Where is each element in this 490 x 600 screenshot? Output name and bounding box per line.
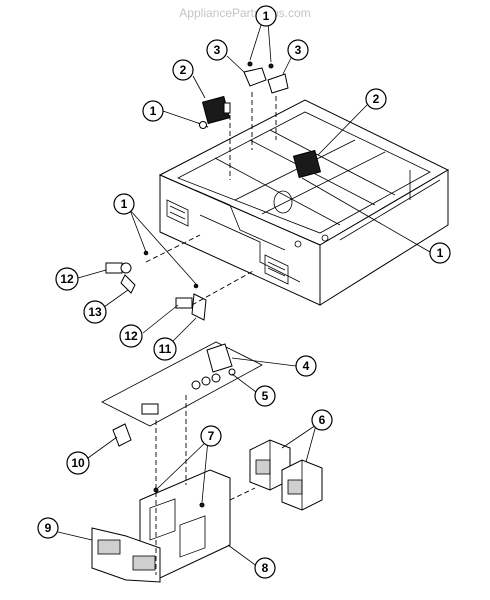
callout-2-left: 2	[172, 59, 194, 81]
lamp-holder-left	[105, 250, 149, 294]
svg-text:8: 8	[262, 561, 269, 575]
connector	[112, 403, 159, 447]
callout-13: 13	[83, 300, 107, 324]
watermark-text: AppliancePartsPros.com	[179, 6, 310, 20]
svg-text:13: 13	[88, 305, 102, 319]
callout-2-right: 2	[365, 88, 387, 110]
svg-text:3: 3	[295, 43, 302, 57]
switch-left	[201, 95, 231, 125]
callout-12-left: 12	[55, 267, 79, 291]
callout-9: 9	[37, 517, 59, 539]
svg-text:3: 3	[214, 43, 221, 57]
svg-text:2: 2	[180, 63, 187, 77]
display-window	[91, 527, 161, 583]
callout-11: 11	[153, 337, 177, 361]
svg-text:6: 6	[319, 413, 326, 427]
leader-lines	[57, 21, 431, 568]
svg-text:4: 4	[303, 359, 310, 373]
svg-text:10: 10	[71, 456, 85, 470]
svg-text:1: 1	[121, 197, 128, 211]
timer-right	[281, 459, 323, 511]
assembly-lines	[145, 92, 277, 575]
svg-text:7: 7	[208, 429, 215, 443]
callout-5: 5	[254, 385, 276, 407]
callout-1-left: 1	[142, 100, 164, 122]
callout-3-left: 3	[206, 39, 228, 61]
svg-text:12: 12	[124, 329, 138, 343]
callout-3-right: 3	[287, 39, 309, 61]
svg-text:9: 9	[45, 521, 52, 535]
lamp-holder-right	[175, 283, 207, 321]
svg-text:1: 1	[263, 9, 270, 23]
svg-text:2: 2	[373, 92, 380, 106]
screw-left	[197, 121, 209, 129]
mounting-plate	[101, 341, 263, 427]
switch-right	[292, 149, 322, 179]
svg-text:12: 12	[60, 272, 74, 286]
svg-text:11: 11	[159, 342, 172, 356]
front-bracket	[139, 469, 231, 579]
callout-1-right: 1	[429, 242, 451, 264]
svg-text:1: 1	[150, 104, 157, 118]
callout-1-mid: 1	[113, 193, 135, 215]
callout-12-right: 12	[119, 324, 143, 348]
callout-8: 8	[254, 557, 276, 579]
timer-left	[249, 439, 291, 491]
svg-text:5: 5	[262, 389, 269, 403]
callout-1-top: 1	[255, 5, 277, 27]
callout-4: 4	[295, 355, 317, 377]
console-base	[158, 99, 450, 306]
callout-6: 6	[311, 409, 333, 431]
svg-text:1: 1	[437, 246, 444, 260]
callout-7: 7	[200, 425, 222, 447]
bracket-left	[243, 61, 267, 87]
callout-10: 10	[66, 451, 90, 475]
bracket-right	[267, 63, 289, 94]
